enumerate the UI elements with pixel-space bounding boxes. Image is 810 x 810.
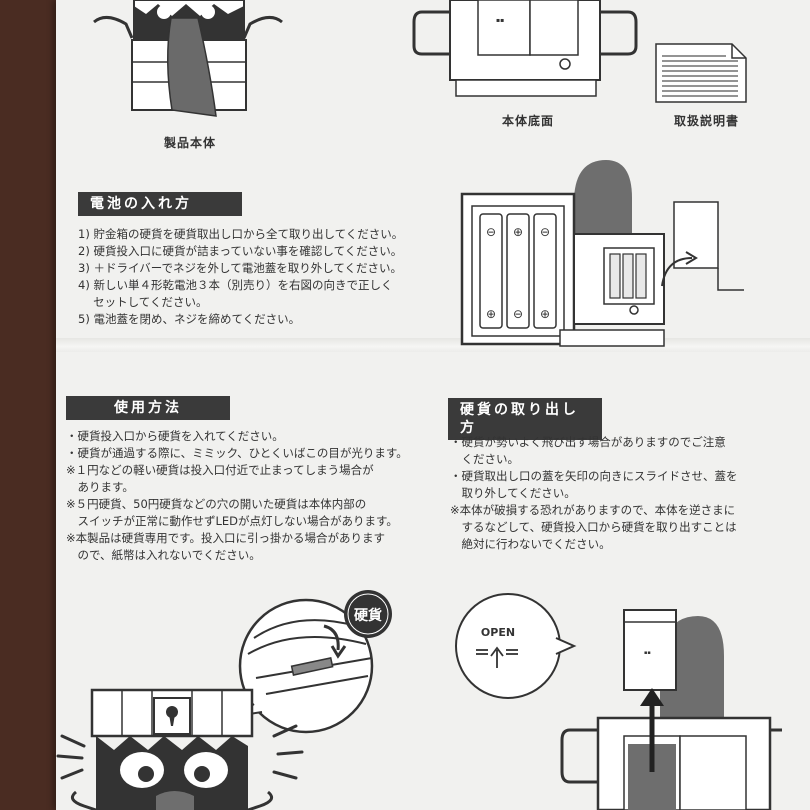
battery-line: 1) 貯金箱の硬貨を硬貨取出し口から全て取り出してください。 [78, 227, 404, 241]
usage-line: ※本製品は硬貨専用です。投入口に引っ掛かる場合があります [66, 531, 385, 545]
battery-instructions: 1) 貯金箱の硬貨を硬貨取出し口から全て取り出してください。 2) 硬貨投入口に… [78, 226, 403, 328]
removal-line: ・硬貨が勢いよく飛び出す場合がありますのでご注意 [450, 435, 726, 449]
removal-heading: 硬貨の取り出し方 [448, 398, 602, 440]
battery-line: セットしてください。 [78, 295, 208, 309]
caption-manual: 取扱説明書 [674, 114, 740, 128]
removal-line: 絶対に行わないでください。 [450, 537, 611, 551]
coin-removal-illustration: OPEN ▪▪ [455, 593, 782, 810]
coin-insert-illustration: 硬貨 [56, 590, 392, 810]
battery-heading: 電池の入れ方 [78, 192, 242, 216]
usage-line: ・硬貨投入口から硬貨を入れてください。 [66, 429, 284, 443]
svg-text:⊕: ⊕ [513, 225, 523, 239]
usage-line: ・硬貨が通過する際に、ミミック、ひとくいばこの目が光ります。 [66, 446, 408, 460]
battery-compartment-illustration: ⊖ ⊕ ⊖ ⊕ ⊖ ⊕ [460, 160, 744, 347]
usage-line: スイッチが正常に動作せずLEDが点灯しない場合があります。 [66, 514, 398, 528]
removal-line: ください。 [450, 452, 519, 466]
svg-text:▪▪: ▪▪ [496, 17, 504, 24]
usage-line: ※５円硬貨、50円硬貨などの穴の開いた硬貨は本体内部の [66, 497, 367, 511]
usage-line: あります。 [66, 480, 134, 494]
svg-text:⊕: ⊕ [486, 307, 496, 321]
removal-line: するなどして、硬貨投入口から硬貨を取り出すことは [450, 520, 737, 534]
open-label: OPEN [481, 626, 515, 639]
caption-bottom: 本体底面 [502, 114, 555, 128]
svg-text:⊖: ⊖ [486, 225, 496, 239]
caption-product: 製品本体 [164, 136, 217, 150]
battery-line: 2) 硬貨投入口に硬貨が詰まっていない事を確認してください。 [78, 244, 403, 258]
product-illustration [93, 0, 283, 117]
usage-heading: 使用方法 [66, 396, 230, 420]
usage-instructions: ・硬貨投入口から硬貨を入れてください。 ・硬貨が通過する際に、ミミック、ひとくい… [66, 428, 408, 564]
svg-text:⊖: ⊖ [513, 307, 523, 321]
svg-text:⊖: ⊖ [540, 225, 550, 239]
removal-instructions: ・硬貨が勢いよく飛び出す場合がありますのでご注意 ください。 ・硬貨取出し口の蓋… [450, 434, 738, 553]
usage-line: ので、紙幣は入れないでください。 [66, 548, 261, 562]
svg-text:⊕: ⊕ [540, 307, 550, 321]
svg-text:▪▪: ▪▪ [644, 650, 651, 656]
battery-line: 5) 電池蓋を閉め、ネジを締めてください。 [78, 312, 301, 326]
battery-line: 4) 新しい単４形乾電池３本（別売り）を右図の向きで正しく [78, 278, 393, 292]
removal-line: ・硬貨取出し口の蓋を矢印の向きにスライドさせ、蓋を [450, 469, 738, 483]
instruction-sheet: 製品本体 ▪▪ 本体底面 取扱説明書 電池の入れ方 1) 貯金箱の硬貨を硬貨取出… [56, 0, 810, 810]
coin-badge-label: 硬貨 [354, 607, 382, 624]
removal-line: ※本体が破損する恐れがありますので、本体を逆さまに [450, 503, 736, 517]
bottom-view-illustration: ▪▪ [412, 0, 638, 97]
usage-line: ※１円などの軽い硬貨は投入口付近で止まってしまう場合が [66, 463, 374, 477]
battery-line: 3) ＋ドライバーでネジを外して電池蓋を取り外してください。 [78, 261, 403, 275]
removal-line: 取り外してください。 [450, 486, 576, 500]
manual-icon [655, 43, 747, 103]
